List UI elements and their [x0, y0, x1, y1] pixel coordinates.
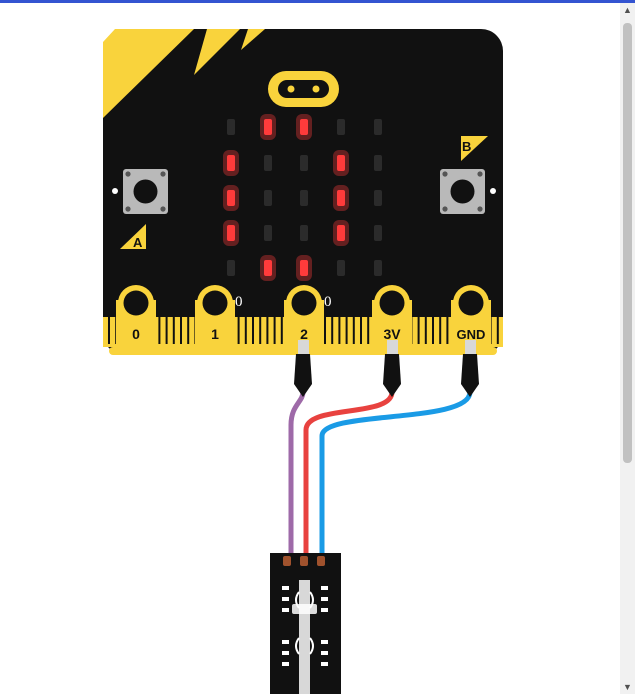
button-a[interactable]	[112, 169, 168, 214]
pin-label: 1	[211, 326, 219, 342]
top-accent-bar	[0, 0, 635, 3]
connector-tooth	[108, 317, 110, 344]
connector-tooth	[439, 317, 442, 344]
led-off	[300, 155, 308, 171]
corner-stripe	[103, 29, 194, 118]
alligator-clips	[294, 340, 479, 397]
led-off	[374, 225, 382, 241]
pin-0[interactable]: 0	[116, 285, 156, 347]
connector-tooth	[360, 317, 362, 344]
connector-tooth	[187, 317, 190, 344]
pin-gnd[interactable]: GND	[451, 285, 491, 347]
connector-tooth	[432, 317, 434, 344]
connector-tooth	[331, 317, 334, 344]
connector-tooth	[237, 317, 240, 344]
clip-pin-gnd[interactable]	[461, 340, 479, 397]
led-on	[337, 155, 345, 171]
led-on	[227, 190, 235, 206]
led-off	[300, 225, 308, 241]
button-b-label: B	[462, 139, 471, 154]
connector-tooth	[165, 317, 168, 344]
led-off	[227, 260, 235, 276]
pin-2-value: 0	[324, 294, 332, 310]
microbit-logo	[268, 71, 339, 107]
pin-label: 0	[132, 326, 140, 342]
led-on	[300, 260, 308, 276]
pin-2[interactable]: 2	[284, 285, 324, 347]
connector-tooth	[417, 317, 420, 344]
connector-tooth	[324, 317, 326, 344]
led-off	[264, 155, 272, 171]
connector-tooth	[244, 317, 247, 344]
led-on	[264, 260, 272, 276]
pin-label: 2	[300, 326, 308, 342]
scrollbar-thumb[interactable]	[623, 23, 632, 463]
wires	[288, 391, 473, 560]
connector-tooth	[180, 317, 182, 344]
pin-label: 3V	[383, 326, 401, 342]
connector-tooth	[280, 317, 283, 344]
connector-tooth	[338, 317, 341, 344]
connector-tooth	[496, 317, 499, 344]
connector-tooth	[345, 317, 348, 344]
clip-pin-3v[interactable]	[383, 340, 401, 397]
connector-tooth	[259, 317, 262, 344]
led-off	[264, 190, 272, 206]
clip-pin-2[interactable]	[294, 340, 312, 397]
led-on	[227, 155, 235, 171]
power-wire	[303, 391, 395, 560]
button-a-badge: A	[120, 224, 146, 250]
pin-label: GND	[457, 327, 486, 342]
led-off	[374, 119, 382, 135]
led-on	[264, 119, 272, 135]
button-a-label: A	[133, 235, 143, 250]
connector-tooth	[172, 317, 175, 344]
signal-wire	[288, 391, 306, 560]
corner-stripe	[241, 29, 265, 50]
button-b-badge: B	[461, 136, 488, 161]
connector-tooth	[352, 317, 355, 344]
arrow-up-icon[interactable]: ▲	[623, 5, 632, 15]
pin-1[interactable]: 1	[195, 285, 235, 347]
led-off	[337, 119, 345, 135]
slider-knob[interactable]	[292, 604, 317, 614]
arrow-down-icon[interactable]: ▼	[623, 682, 632, 692]
connector-tooth	[424, 317, 427, 344]
led-off	[374, 260, 382, 276]
connector-tooth	[367, 317, 370, 344]
pin-1-value: 0	[235, 294, 243, 310]
led-on	[337, 225, 345, 241]
button-b[interactable]	[440, 169, 496, 214]
led-off	[227, 119, 235, 135]
slide-potentiometer	[270, 553, 341, 694]
connector-tooth	[252, 317, 254, 344]
led-off	[300, 190, 308, 206]
led-off	[374, 190, 382, 206]
led-on	[300, 119, 308, 135]
connector-tooth	[446, 317, 449, 344]
vertical-scrollbar[interactable]: ▲ ▼	[620, 3, 635, 694]
connector-tooth	[158, 317, 161, 344]
connector-tooth	[266, 317, 269, 344]
led-matrix	[223, 114, 382, 281]
pin-3v[interactable]: 3V	[372, 285, 412, 347]
connector-tooth	[273, 317, 276, 344]
led-off	[264, 225, 272, 241]
ground-wire	[319, 391, 473, 560]
corner-stripe	[194, 29, 240, 75]
led-on	[337, 190, 345, 206]
slider-track	[299, 580, 310, 694]
led-off	[374, 155, 382, 171]
led-off	[337, 260, 345, 276]
led-on	[227, 225, 235, 241]
